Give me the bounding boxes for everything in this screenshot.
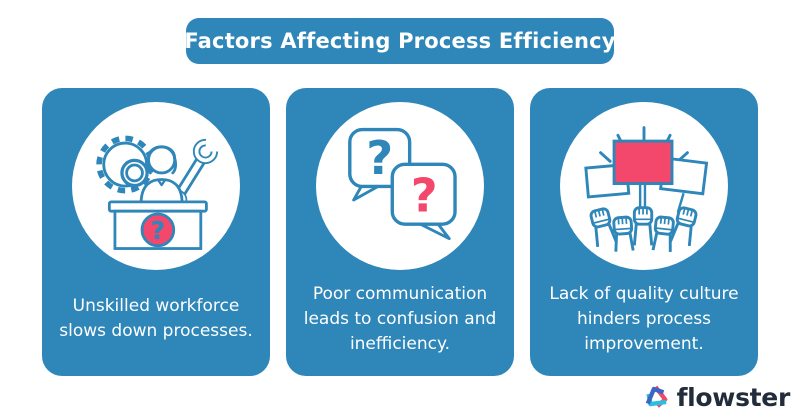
brand-name: flowster <box>676 383 791 412</box>
raised-fists-icon <box>584 126 709 252</box>
unskilled-workforce-icon: ? <box>96 135 219 250</box>
caption-line: inefficiency. <box>349 333 451 354</box>
factor-card-unskilled-workforce: ? Unskilled workforce slows down process… <box>42 88 270 376</box>
page-title: Factors Affecting Process Efficiency <box>184 29 616 53</box>
factor-card-quality-culture: Lack of quality culture hinders process … <box>530 88 758 376</box>
caption-line: improvement. <box>584 333 704 354</box>
header-banner: Factors Affecting Process Efficiency <box>184 18 616 64</box>
icon-circle: ? ? <box>316 102 484 270</box>
question-mark-glyph: ? <box>411 169 438 223</box>
speech-bubbles-icon: ? ? <box>348 127 457 241</box>
factor-caption: Lack of quality culture hinders process … <box>549 270 738 376</box>
caption-line: slows down processes. <box>59 321 253 341</box>
caption-line: hinders process <box>576 308 712 329</box>
icon-circle <box>560 102 728 270</box>
icon-circle: ? <box>72 102 240 270</box>
caption-line: Poor communication <box>312 283 488 304</box>
caption-line: leads to confusion and <box>303 308 497 329</box>
factor-cards-row: ? Unskilled workforce slows down process… <box>0 88 800 376</box>
factor-card-poor-communication: ? ? Poor communication leads to confusio… <box>286 88 514 376</box>
factor-caption: Poor communication leads to confusion an… <box>304 270 497 376</box>
factor-caption: Unskilled workforce slows down processes… <box>59 270 252 376</box>
fists-group <box>589 206 698 252</box>
question-mark-glyph: ? <box>366 131 393 185</box>
caption-line: Lack of quality culture <box>549 283 739 304</box>
question-mark-glyph: ? <box>151 216 166 245</box>
flowster-logo-icon <box>645 385 667 408</box>
caption-line: Unskilled workforce <box>72 296 240 316</box>
flowster-logo: flowster <box>643 383 790 412</box>
